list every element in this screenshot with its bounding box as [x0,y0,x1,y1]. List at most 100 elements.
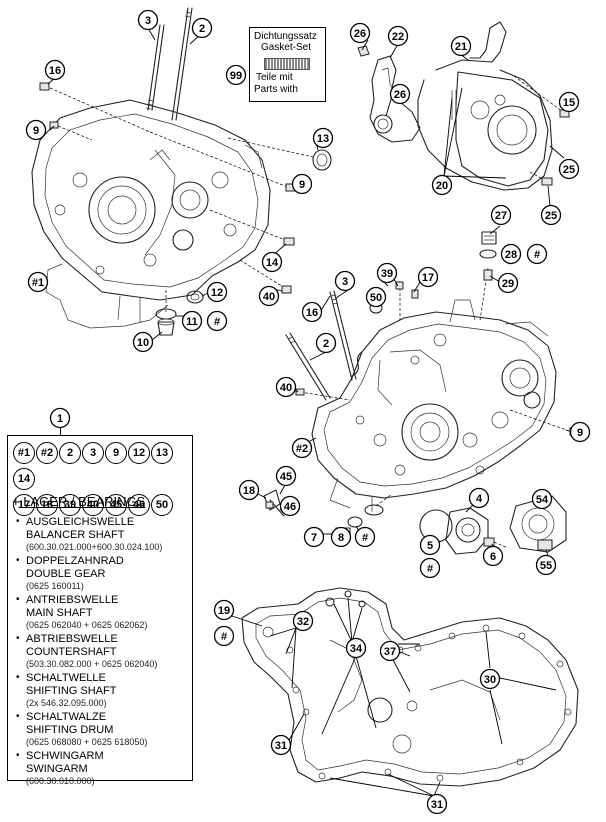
bearings-heading-prefix: + [12,494,20,509]
callout-c3b: 3 [334,270,356,292]
parts-badge: #2 [36,442,58,464]
callout-label: 9 [33,125,39,137]
callout-c32: 32 [292,610,314,632]
bearing-de: DOPPELZAHNRAD [26,555,124,567]
callout-label: # [534,249,540,261]
callout-c19: 19 [213,599,235,621]
parts-badge: 2 [59,442,81,464]
callout-label: 32 [297,616,309,628]
callout-h19: # [213,625,235,647]
clutch-cover-parts [357,21,570,191]
callout-label: 99 [230,70,242,82]
callout-c3a: 3 [137,9,159,31]
callout-c9c: 9 [569,421,591,443]
callout-label: 3 [145,15,151,27]
bearing-no: (0625 160011) [26,581,84,591]
bearing-en: DOUBLE GEAR [26,568,106,580]
callout-label: 26 [354,28,366,40]
callout-h28: # [526,243,548,265]
right-crankcase-half [311,299,557,512]
callout-label: 12 [211,287,223,299]
callout-c29: 29 [497,272,519,294]
callout-c22: 22 [387,25,409,47]
parts-badge: 46 [128,494,150,516]
callout-c7: 7 [303,526,325,548]
crankcase-gasket [241,587,579,787]
parts-badge: #1 [13,442,35,464]
callout-c39: 39 [376,262,398,284]
callout-label: 28 [505,249,517,261]
callout-c27: 27 [490,204,512,226]
callout-c45: 45 [275,465,297,487]
callout-label: 29 [502,278,514,290]
callout-label: 10 [137,337,149,349]
bullet: • [16,516,20,527]
bearing-de: ANTRIEBSWELLE [26,594,119,606]
callout-99: 99 [225,64,247,86]
callout-c10: 10 [132,331,154,353]
bearing-en: BALANCER SHAFT [26,529,125,541]
bullet: • [16,555,20,566]
callout-c20: 20 [431,174,453,196]
callout-c16b: 16 [301,301,323,323]
callout-c2a: 2 [191,17,213,39]
bearing-en: MAIN SHAFT [26,607,93,619]
bearing-de: AUSGLEICHSWELLE [26,516,135,528]
parts-badge: 50 [151,494,173,516]
callout-c8: 8 [330,526,352,548]
callout-label: 15 [563,97,575,109]
callout-label: 9 [299,179,305,191]
callout-label: 45 [280,471,292,483]
callout-c2b: 2 [315,332,337,354]
callout-label: 54 [536,494,549,506]
bearing-de: SCHALTWALZE [26,711,107,723]
callout-c34: 34 [345,637,367,659]
bearing-de: SCHWINGARM [26,750,104,762]
callout-label: 34 [350,643,363,655]
callout-c1hash: #1 [27,271,49,293]
parts-badge: 17 [13,494,35,516]
studs-right [285,290,363,401]
callout-c40a: 40 [258,285,280,307]
bearing-en: SHIFTING DRUM [26,724,114,736]
callout-label: 31 [275,740,287,752]
callout-h8: # [354,526,376,548]
callout-h11: # [206,310,228,332]
callout-label: 2 [323,338,329,350]
callout-label: 17 [422,272,434,284]
studs-upper-left [145,7,193,121]
callout-label: # [362,532,368,544]
callout-label: 26 [394,89,406,101]
callout-label: 8 [338,532,344,544]
callout-label: 20 [436,180,448,192]
bullet: • [16,633,20,644]
parts-badge: 3 [82,442,104,464]
callout-c54: 54 [531,488,553,510]
right-half-fasteners [295,231,580,436]
callout-label: 37 [384,646,396,658]
callout-label: #1 [32,277,44,289]
parts-with-label-de: Teile mit [256,72,293,83]
bullet: • [16,672,20,683]
bullet: • [16,750,20,761]
callout-label: 3 [342,276,348,288]
callout-label: 19 [218,605,230,617]
callout-label: 7 [311,532,317,544]
callout-label: 46 [284,501,296,513]
bearing-no: (600.30.021.000+600.30.024.100) [26,542,163,552]
callout-c14: 14 [261,251,283,273]
parts-badge: 45 [105,494,127,516]
callout-c55: 55 [535,554,557,576]
callout-label: # [427,563,433,575]
bullet: • [16,594,20,605]
callout-c17: 17 [417,266,439,288]
callout-c40b: 40 [275,376,297,398]
